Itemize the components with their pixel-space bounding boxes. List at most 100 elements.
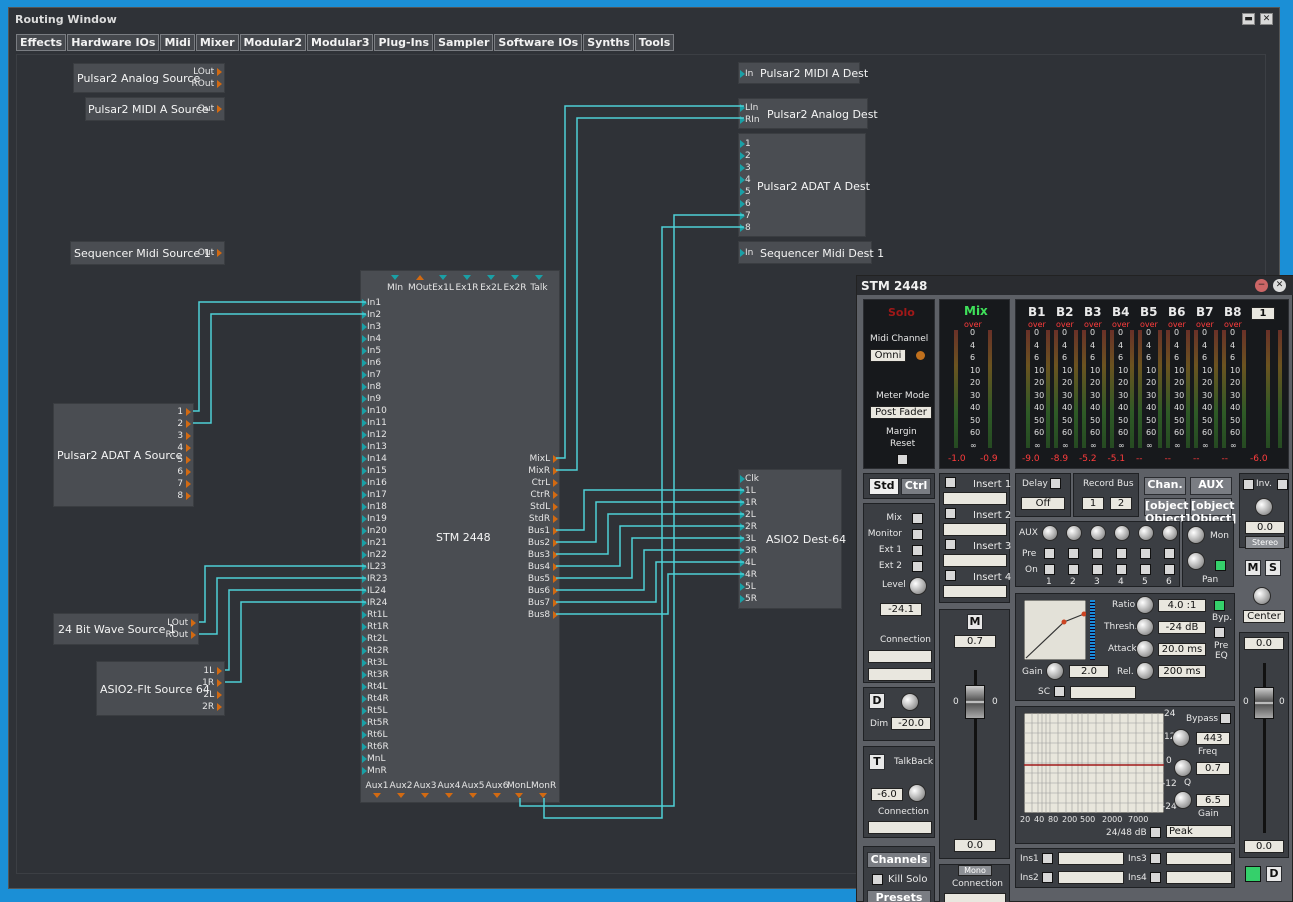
port-in15[interactable]: In15 — [362, 466, 387, 476]
port-ctrr[interactable]: CtrR — [530, 490, 558, 500]
port-1[interactable]: 1 — [177, 407, 191, 417]
d-button[interactable]: D — [1266, 866, 1282, 882]
port-min[interactable]: MIn — [381, 273, 409, 293]
port-in12[interactable]: In12 — [362, 430, 387, 440]
port-lin[interactable]: LIn — [740, 103, 758, 113]
minimize-button[interactable]: ▬ — [1242, 13, 1255, 25]
module-pulsar2-adat-a-source[interactable]: Pulsar2 ADAT A Source 1 2 3 4 5 6 7 8 — [53, 403, 194, 507]
port-in8[interactable]: In8 — [362, 382, 381, 392]
menu-hardware-ios[interactable]: Hardware IOs — [67, 34, 160, 51]
port-2r[interactable]: 2R — [740, 522, 757, 532]
minimize-icon[interactable]: − — [1255, 279, 1268, 292]
talkback-field[interactable]: -6.0 — [871, 788, 903, 801]
menu-modular3[interactable]: Modular3 — [307, 34, 374, 51]
menu-sampler[interactable]: Sampler — [434, 34, 494, 51]
port-in19[interactable]: In19 — [362, 514, 387, 524]
port-aux6[interactable]: Aux6 — [485, 781, 509, 801]
port-in[interactable]: In — [740, 248, 753, 258]
port-stdl[interactable]: StdL — [530, 502, 558, 512]
center-pan-knob[interactable] — [1253, 587, 1271, 605]
port-in17[interactable]: In17 — [362, 490, 387, 500]
port-ex2r[interactable]: Ex2R — [501, 273, 529, 293]
port-rt6r[interactable]: Rt6R — [362, 742, 389, 752]
port-in3[interactable]: In3 — [362, 322, 381, 332]
eq-gain-field[interactable]: 6.5 — [1196, 794, 1230, 807]
aux-4-knob[interactable] — [1114, 525, 1130, 541]
port-rt4l[interactable]: Rt4L — [362, 682, 388, 692]
ratio-knob[interactable] — [1136, 596, 1154, 614]
comp-gain-field[interactable]: 2.0 — [1069, 665, 1109, 678]
ins4-checkbox[interactable] — [1150, 872, 1161, 883]
port-2l[interactable]: 2L — [740, 510, 756, 520]
module-asio2-flt-source[interactable]: ASIO2-Flt Source 64 1L 1R 2L 2R — [96, 661, 225, 716]
close-icon[interactable]: ✕ — [1273, 279, 1286, 292]
port-in4[interactable]: In4 — [362, 334, 381, 344]
port-rt3r[interactable]: Rt3R — [362, 670, 389, 680]
dim-button[interactable]: D — [869, 693, 885, 709]
rel-knob[interactable] — [1136, 662, 1154, 680]
module-pulsar2-midi-a-source[interactable]: Pulsar2 MIDI A Source Out — [85, 97, 225, 121]
aux-1-on-checkbox[interactable] — [1044, 564, 1055, 575]
talkback-button[interactable]: T — [869, 754, 885, 770]
menu-effects[interactable]: Effects — [16, 34, 67, 51]
ins2-checkbox[interactable] — [1042, 872, 1053, 883]
aux-2-on-checkbox[interactable] — [1068, 564, 1079, 575]
port-6[interactable]: 6 — [740, 199, 751, 209]
menu-tools[interactable]: Tools — [634, 34, 675, 51]
solo-label[interactable]: Solo — [888, 306, 915, 319]
fader-value-bottom[interactable]: 0.0 — [954, 839, 996, 852]
aux-4-pre-checkbox[interactable] — [1116, 548, 1127, 559]
record-bus-1[interactable]: 1 — [1082, 497, 1104, 510]
source-ext-2-checkbox[interactable] — [912, 561, 923, 572]
port-4[interactable]: 4 — [177, 443, 191, 453]
insert-1-checkbox[interactable] — [945, 477, 956, 488]
q-field[interactable]: 0.7 — [1196, 762, 1230, 775]
ins1-field[interactable] — [1058, 852, 1124, 865]
port-rin[interactable]: RIn — [740, 115, 760, 125]
source-mix-checkbox[interactable] — [912, 513, 923, 524]
port-2[interactable]: 2 — [177, 419, 191, 429]
chan-button[interactable]: Chan. — [1144, 477, 1186, 495]
attack-knob[interactable] — [1136, 640, 1154, 658]
port-in7[interactable]: In7 — [362, 370, 381, 380]
module-pulsar2-midi-a-dest[interactable]: In Pulsar2 MIDI A Dest — [738, 62, 868, 84]
port-in9[interactable]: In9 — [362, 394, 381, 404]
thresh-knob[interactable] — [1136, 618, 1154, 636]
solo-button[interactable]: S — [1265, 560, 1281, 576]
port-bus7[interactable]: Bus7 — [528, 598, 558, 608]
port-rt2l[interactable]: Rt2L — [362, 634, 388, 644]
presets-button[interactable]: Presets — [867, 890, 931, 902]
port-rt1r[interactable]: Rt1R — [362, 622, 389, 632]
ins3-checkbox[interactable] — [1150, 853, 1161, 864]
port-in10[interactable]: In10 — [362, 406, 387, 416]
port-6[interactable]: 6 — [177, 467, 191, 477]
eq-bypass-checkbox[interactable] — [1220, 713, 1231, 724]
port-7[interactable]: 7 — [740, 211, 751, 221]
port-monl[interactable]: MonL — [507, 781, 531, 801]
aux-6-pre-checkbox[interactable] — [1164, 548, 1175, 559]
port-2[interactable]: 2 — [740, 151, 751, 161]
aux-5-pre-checkbox[interactable] — [1140, 548, 1151, 559]
pan-field[interactable]: Center — [1243, 610, 1285, 623]
freq-knob[interactable] — [1172, 729, 1190, 747]
source-ext-1-checkbox[interactable] — [912, 545, 923, 556]
port-in2[interactable]: In2 — [362, 310, 381, 320]
module-sequencer-midi-dest[interactable]: In Sequencer Midi Dest 1 — [738, 241, 884, 264]
module-pulsar2-analog-source[interactable]: Pulsar2 Analog Source LOut ROut — [73, 63, 225, 93]
port-5r[interactable]: 5R — [740, 594, 757, 604]
port-in18[interactable]: In18 — [362, 502, 387, 512]
port-ir24[interactable]: IR24 — [362, 598, 387, 608]
port-rt5l[interactable]: Rt5L — [362, 706, 388, 716]
right-fader-handle[interactable] — [1254, 687, 1274, 719]
port-monr[interactable]: MonR — [531, 781, 556, 801]
aux-5-on-checkbox[interactable] — [1140, 564, 1151, 575]
menu-synths[interactable]: Synths — [583, 34, 634, 51]
bus-page-field[interactable]: 1 — [1251, 307, 1275, 320]
inv-knob[interactable] — [1255, 498, 1273, 516]
port-in[interactable]: In — [740, 69, 753, 79]
aux-3-pre-checkbox[interactable] — [1092, 548, 1103, 559]
port-4[interactable]: 4 — [740, 175, 751, 185]
insert-3-field[interactable] — [943, 554, 1007, 567]
talkback-knob[interactable] — [908, 784, 926, 802]
